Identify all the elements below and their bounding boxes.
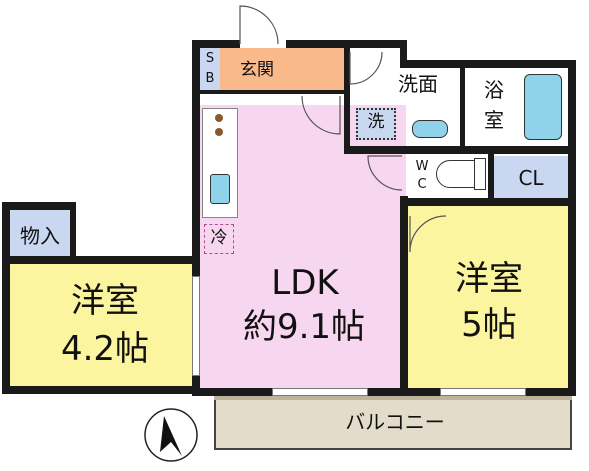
bath-label-bottom: 室 bbox=[484, 108, 504, 132]
wall-left-outer bbox=[2, 202, 10, 392]
washroom-door-icon bbox=[349, 51, 383, 85]
storage-label: 物入 bbox=[20, 224, 60, 248]
wall-entrance-bottom bbox=[200, 90, 350, 94]
balcony-threshold bbox=[214, 396, 572, 400]
wall-left-bottom bbox=[2, 386, 198, 394]
western-right-label: 洋室 bbox=[455, 259, 523, 299]
toilet-tank-icon bbox=[474, 158, 486, 190]
ldk-door-icon bbox=[301, 95, 341, 135]
shoebox-label-top: S bbox=[205, 51, 215, 66]
north-arrow-icon bbox=[144, 408, 198, 462]
wall-bottom bbox=[192, 388, 576, 396]
fridge-label: 冷 bbox=[210, 228, 228, 248]
closet-room bbox=[494, 156, 568, 204]
bath-label-top: 浴 bbox=[484, 78, 504, 102]
western-room-right bbox=[408, 206, 568, 390]
wall-entrance-top bbox=[192, 40, 407, 48]
ldk-label: LDK bbox=[271, 263, 339, 303]
ldk-size-label: 約9.1帖 bbox=[242, 307, 366, 347]
wall-left-storage-top bbox=[2, 202, 76, 210]
balcony-window-right bbox=[440, 388, 526, 396]
entrance-label: 玄関 bbox=[240, 60, 274, 80]
western-right-size-label: 5帖 bbox=[461, 305, 517, 345]
closet-label: CL bbox=[518, 166, 544, 190]
wall-left-room-top bbox=[2, 256, 200, 264]
wall-ldk-left bbox=[192, 40, 200, 268]
western-left-label: 洋室 bbox=[71, 281, 139, 321]
right-room-door-icon bbox=[409, 215, 447, 253]
stove-burner-1-icon bbox=[215, 114, 223, 122]
laundry-label: 洗 bbox=[367, 112, 385, 132]
western-left-size-label: 4.2帖 bbox=[60, 329, 150, 369]
wall-storage-right bbox=[70, 202, 76, 262]
wall-bath-divider bbox=[460, 64, 465, 150]
wall-top-step bbox=[400, 40, 407, 68]
toilet-label-top: W bbox=[415, 159, 429, 174]
entrance-area bbox=[220, 48, 344, 90]
balcony-window-ldk bbox=[272, 388, 368, 396]
wall-right-outer bbox=[568, 60, 576, 396]
fridge-space bbox=[204, 224, 234, 254]
wash-basin-icon bbox=[412, 120, 448, 138]
wall-wc-bottom bbox=[400, 198, 568, 206]
wc-door-icon bbox=[367, 155, 403, 191]
toilet-icon bbox=[436, 160, 480, 188]
wall-wc-right bbox=[488, 150, 494, 204]
washroom-label: 洗面 bbox=[398, 72, 438, 96]
bathtub-icon bbox=[524, 74, 562, 140]
left-room-sliding-door bbox=[192, 276, 200, 376]
balcony-label: バルコニー bbox=[345, 410, 445, 434]
western-room-left bbox=[10, 262, 192, 386]
shoebox-cabinet bbox=[200, 48, 220, 90]
wall-top-right bbox=[400, 60, 576, 68]
entrance-door-opening bbox=[240, 40, 286, 48]
entrance-door-icon bbox=[239, 5, 279, 45]
toilet-label-bottom: C bbox=[417, 177, 427, 192]
shoebox-label-bottom: B bbox=[205, 71, 215, 86]
wall-wet-bottom bbox=[344, 146, 568, 154]
storage-room bbox=[10, 210, 70, 260]
stove-burner-2-icon bbox=[215, 128, 223, 136]
wall-ldk-divider bbox=[400, 196, 408, 392]
wall-wet-left bbox=[344, 48, 350, 152]
kitchen-sink-icon bbox=[210, 174, 230, 204]
laundry-space bbox=[356, 108, 396, 140]
